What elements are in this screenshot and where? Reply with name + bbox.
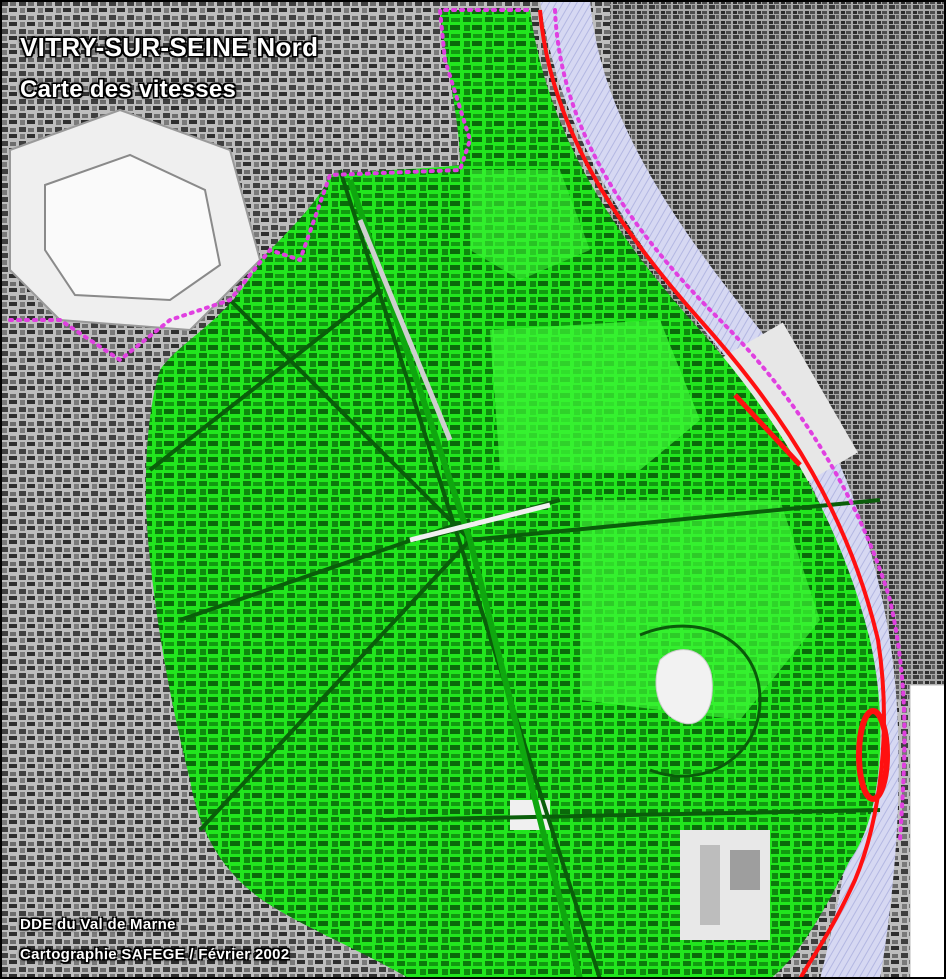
commune-boundary-river xyxy=(553,8,907,842)
bridge-road xyxy=(409,502,551,543)
map-title: VITRY-SUR-SEINE Nord xyxy=(20,32,319,62)
credit-cartography: Cartographie SAFEGE / Février 2002 xyxy=(20,946,290,963)
industrial-building xyxy=(700,845,720,925)
stadium-track xyxy=(639,624,762,778)
open-area-east xyxy=(580,500,820,720)
map-subtitle: Carte des vitesses xyxy=(20,76,237,103)
river-seine xyxy=(540,0,899,979)
red-segment-quay xyxy=(733,393,802,467)
bank-speed-line xyxy=(538,9,886,979)
quay-area xyxy=(722,322,858,488)
legend-panel xyxy=(909,684,946,979)
commune-boundary-west xyxy=(8,8,532,363)
industrial-building-2 xyxy=(730,850,760,890)
stadium-area xyxy=(655,649,713,725)
credit-organization: DDE du Val de Marne xyxy=(20,916,176,933)
rail-tracks xyxy=(357,219,453,441)
red-highlight-ellipse xyxy=(856,708,890,802)
speed-zone-30 xyxy=(145,10,881,979)
fort-inner xyxy=(44,153,222,302)
open-area-north xyxy=(490,320,700,470)
open-area-top xyxy=(470,170,590,280)
